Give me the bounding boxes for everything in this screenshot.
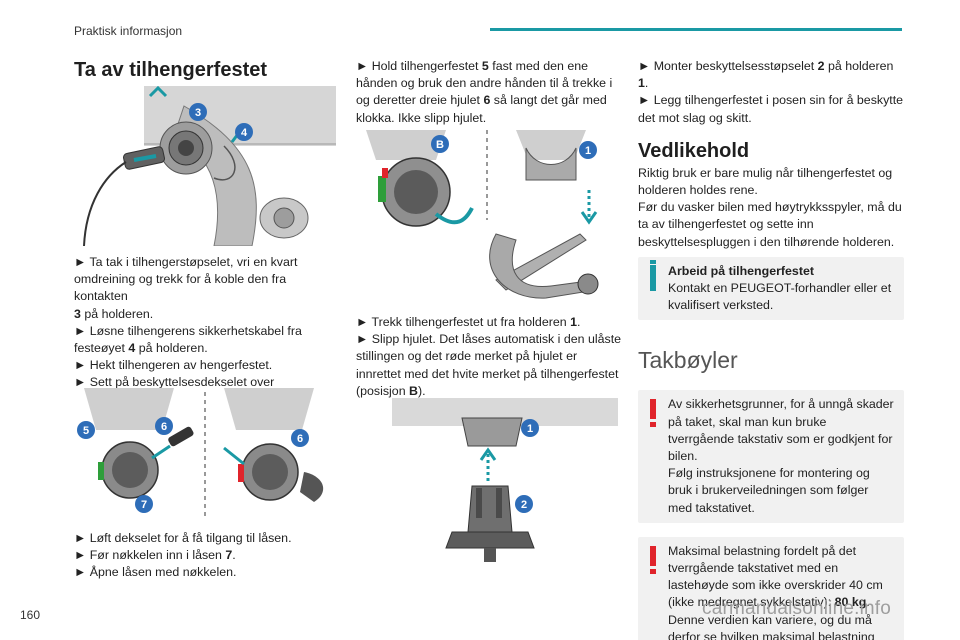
svg-text:4: 4 (241, 127, 248, 139)
watermark: carmanualsonline.info (702, 598, 892, 619)
page-number: 160 (20, 608, 41, 622)
instruction-release-wheel: Slipp hjulet. Det låses automatisk i den… (356, 331, 622, 400)
info-title: Arbeid på tilhengerfestet (668, 263, 814, 278)
column-2-text-lower: Trekk tilhengerfestet ut fra holderen 1.… (356, 314, 622, 400)
info-icon (650, 259, 656, 291)
header-rule (490, 28, 902, 31)
warning-icon (650, 545, 656, 574)
towbar-removal-illustration: B 1 (356, 130, 618, 306)
info-text: Kontakt en PEUGEOT-forhandler eller et k… (668, 281, 892, 313)
warning-icon (650, 399, 656, 428)
callout-2: 2 (515, 495, 533, 513)
instruction-store-bag: Legg tilhengerfestet i posen sin for å b… (638, 92, 904, 126)
callout-4: 4 (235, 123, 253, 141)
svg-text:1: 1 (527, 423, 533, 435)
protective-plug-illustration: 1 2 (392, 398, 618, 570)
svg-text:B: B (436, 139, 444, 151)
instruction-open-lock: Åpne låsen med nøkkelen. (74, 564, 340, 581)
callout-6-left: 6 (155, 417, 173, 435)
svg-text:6: 6 (161, 421, 167, 433)
callout-7: 7 (135, 495, 153, 513)
callout-1: 1 (579, 141, 597, 159)
instruction-disconnect: Ta tak i tilhengerstøpselet, vri en kvar… (74, 254, 340, 323)
instruction-unhook: Hekt tilhengeren av hengerfestet. (74, 357, 340, 374)
column-1: Ta av tilhengerfestet (74, 58, 338, 82)
instruction-pull-out: Trekk tilhengerfestet ut fra holderen 1. (356, 314, 622, 331)
column-1-text: Ta tak i tilhengerstøpselet, vri en kvar… (74, 254, 340, 409)
column-2-text: Hold tilhengerfestet 5 fast med den ene … (356, 58, 622, 127)
svg-text:5: 5 (83, 425, 89, 437)
warning-text-2: Maksimal belastning fordelt på det tverr… (668, 543, 883, 640)
callout-6-right: 6 (291, 429, 309, 447)
info-box: Arbeid på tilhengerfestet Kontakt en PEU… (638, 256, 904, 321)
callout-1-plug: 1 (521, 419, 539, 437)
running-header: Praktisk informasjon (74, 24, 183, 38)
warning-text-1: Av sikkerhetsgrunner, for å unngå skader… (668, 397, 894, 515)
instruction-insert-key: Før nøkkelen inn i låsen 7. (74, 547, 340, 564)
instruction-fit-plug: Monter beskyttelsesstøpselet 2 på holder… (638, 58, 904, 92)
lock-key-illustration: 5 6 7 6 (74, 388, 336, 520)
instruction-lift-cover: Løft dekselet for å få tilgang til låsen… (74, 530, 340, 547)
instruction-safety-cable: Løsne tilhengerens sikkerhetskabel fra f… (74, 323, 340, 357)
towbar-connector-illustration: 3 4 (74, 86, 336, 246)
callout-3: 3 (189, 103, 207, 121)
instruction-hold-towbar: Hold tilhengerfestet 5 fast med den ene … (356, 58, 622, 127)
svg-text:7: 7 (141, 499, 147, 511)
svg-text:1: 1 (585, 145, 591, 157)
svg-text:6: 6 (297, 433, 303, 445)
section-title-remove: Ta av tilhengerfestet (74, 59, 268, 81)
maintenance-text: Riktig bruk er bare mulig når tilhengerf… (638, 165, 902, 249)
warning-box-2: Maksimal belastning fordelt på det tverr… (638, 536, 904, 640)
svg-text:2: 2 (521, 499, 527, 511)
column-1-text-lower: Løft dekselet for å få tilgang til låsen… (74, 530, 340, 582)
section-title-roof-bars: Takbøyler (638, 347, 738, 374)
svg-text:3: 3 (195, 107, 201, 119)
warning-box-1: Av sikkerhetsgrunner, for å unngå skader… (638, 390, 904, 523)
section-title-maintenance: Vedlikehold (638, 139, 750, 162)
callout-b: B (431, 135, 449, 153)
column-3: Monter beskyttelsesstøpselet 2 på holder… (638, 58, 904, 640)
callout-5: 5 (77, 421, 95, 439)
